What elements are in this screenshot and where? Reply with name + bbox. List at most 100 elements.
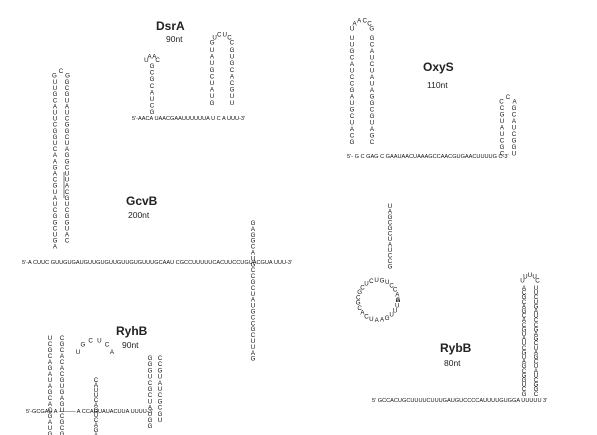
dsra-stem-nucleotide: U bbox=[230, 100, 234, 107]
dsra-stem-nucleotide: G bbox=[150, 63, 155, 70]
ryhb-stem-nucleotide: C bbox=[60, 335, 65, 342]
gcvb-stem-nucleotide: U bbox=[65, 177, 69, 184]
ryhb-stem-nucleotide: C bbox=[94, 417, 99, 424]
gcvb-loop-nucleotide: A bbox=[360, 310, 365, 317]
dsra-length: 90nt bbox=[166, 34, 183, 44]
gcvb-loop-nucleotide: C bbox=[364, 313, 369, 320]
oxys-stem-nucleotide: G bbox=[512, 144, 517, 151]
ryhb-stem-nucleotide: G bbox=[148, 417, 153, 424]
ryhb-stem-nucleotide: G bbox=[60, 389, 65, 396]
gcvb-stem-nucleotide: G bbox=[65, 195, 70, 202]
ryhb-stem-nucleotide: U bbox=[94, 412, 98, 419]
oxys-stem-nucleotide: G bbox=[350, 139, 355, 146]
dsra-stem-nucleotide: C bbox=[230, 67, 235, 74]
gcvb-stem-nucleotide: C bbox=[53, 177, 58, 184]
ryhb-stem-nucleotide: C bbox=[48, 353, 53, 360]
rybb-stem-nucleotide: U bbox=[534, 285, 538, 292]
oxys-stem-nucleotide: C bbox=[370, 61, 375, 68]
oxys-stem-nucleotide: U bbox=[370, 68, 374, 75]
gcvb-stem-nucleotide: A bbox=[53, 195, 58, 202]
gcvb-stem-nucleotide: C bbox=[251, 244, 256, 251]
rybb-loop-nucleotide: U bbox=[528, 272, 532, 279]
rybb-stem-nucleotide: G bbox=[522, 372, 527, 379]
gcvb-loop-nucleotide: A bbox=[395, 292, 400, 299]
ryhb-loop-nucleotide: A bbox=[110, 349, 115, 356]
oxys-stem-nucleotide: A bbox=[370, 87, 375, 94]
dsra-stem-nucleotide: A bbox=[210, 54, 215, 61]
ryhb-stem-nucleotide: C bbox=[148, 380, 153, 387]
gcvb-stem-nucleotide: G bbox=[65, 122, 70, 129]
ryhb-stem-nucleotide: A bbox=[94, 432, 99, 435]
dsra-stem-nucleotide: C bbox=[150, 70, 155, 77]
gcvb-stem-nucleotide: A bbox=[53, 152, 58, 159]
gcvb-stem-nucleotide: C bbox=[65, 85, 70, 92]
dsra-sequence: 5'-AACA UAACGAAUUUUUUA U C A UUU-3' bbox=[132, 116, 245, 122]
rybb-stem-nucleotide: C bbox=[522, 290, 527, 297]
ryhb-stem-nucleotide: A bbox=[94, 382, 99, 389]
gcvb-loop-nucleotide: C bbox=[393, 287, 398, 294]
gcvb-stem-nucleotide: C bbox=[53, 122, 58, 129]
gcvb-stem-nucleotide: G bbox=[53, 164, 58, 171]
ryhb-stem-nucleotide: U bbox=[94, 387, 98, 394]
gcvb-stem-nucleotide: U bbox=[388, 236, 392, 243]
gcvb-stem-nucleotide: C bbox=[65, 207, 70, 214]
ryhb-stem-nucleotide: A bbox=[158, 380, 163, 387]
rybb-length: 80nt bbox=[444, 358, 461, 368]
gcvb-stem-nucleotide: A bbox=[251, 250, 256, 257]
rybb-stem-nucleotide: U bbox=[534, 299, 538, 306]
gcvb-stem-nucleotide: G bbox=[251, 261, 256, 268]
gcvb-stem-nucleotide: G bbox=[65, 158, 70, 165]
ryhb-stem-nucleotide: A bbox=[48, 359, 53, 366]
dsra-stem-nucleotide: C bbox=[210, 73, 215, 80]
gcvb-loop-nucleotide: U bbox=[389, 312, 393, 319]
gcvb-stem-nucleotide: C bbox=[251, 332, 256, 339]
dsra-loop-nucleotide: A bbox=[148, 53, 153, 60]
oxys-stem-nucleotide: A bbox=[370, 48, 375, 55]
ryhb-stem-nucleotide: C bbox=[158, 405, 163, 412]
dsra-loop-nucleotide: C bbox=[155, 57, 160, 64]
ryhb-stem-nucleotide: C bbox=[60, 413, 65, 420]
gcvb-loop-nucleotide: G bbox=[380, 277, 385, 284]
dsra-stem-nucleotide: C bbox=[230, 80, 235, 87]
gcvb-loop-nucleotide: A bbox=[380, 317, 385, 324]
rybb-stem-nucleotide: A bbox=[534, 368, 539, 375]
ryhb-stem-nucleotide: A bbox=[60, 353, 65, 360]
gcvb-stem-nucleotide: U bbox=[65, 225, 69, 232]
oxys-stem-nucleotide: A bbox=[512, 118, 517, 125]
ryhb-stem-nucleotide: G bbox=[148, 367, 153, 374]
rybb-stem-nucleotide: U bbox=[522, 382, 526, 389]
gcvb-loop-nucleotide: C bbox=[357, 305, 362, 312]
gcvb-stem-nucleotide: C bbox=[251, 285, 256, 292]
gcvb-loop-nucleotide: U bbox=[395, 302, 399, 309]
ryhb-stem-nucleotide: G bbox=[60, 431, 65, 435]
ryhb-stem-nucleotide: U bbox=[60, 407, 64, 414]
rybb-loop-nucleotide: U bbox=[520, 277, 524, 284]
oxys-title: OxyS bbox=[423, 60, 454, 74]
rybb-title: RybB bbox=[440, 341, 472, 355]
rybb-stem-nucleotide: C bbox=[534, 317, 539, 324]
rybb-stem-nucleotide: U bbox=[534, 345, 538, 352]
gcvb-stem-nucleotide: A bbox=[388, 209, 393, 216]
rybb-stem-nucleotide: G bbox=[534, 386, 539, 393]
gcvb-loop-nucleotide: U bbox=[385, 279, 389, 286]
ryhb-stem-nucleotide: C bbox=[60, 359, 65, 366]
oxys-loop-nucleotide: C bbox=[506, 94, 511, 101]
ryhb-stem-nucleotide: U bbox=[158, 417, 162, 424]
ryhb-sequence: 5'-GCGAU A ——— A CCAGUAUACUUA UUUU-3' bbox=[26, 409, 153, 415]
ryhb-stem-nucleotide: A bbox=[94, 422, 99, 429]
gcvb-stem-nucleotide: G bbox=[251, 232, 256, 239]
gcvb-stem-nucleotide: U bbox=[53, 140, 57, 147]
ryhb-stem-nucleotide: A bbox=[60, 365, 65, 372]
rybb-stem-nucleotide: A bbox=[522, 359, 527, 366]
gcvb-stem-nucleotide: U bbox=[251, 338, 255, 345]
dsra-loop-nucleotide: U bbox=[212, 34, 216, 41]
rybb-stem-nucleotide: G bbox=[534, 382, 539, 389]
dsra-stem-nucleotide: U bbox=[230, 54, 234, 61]
gcvb-stem-nucleotide: U bbox=[53, 189, 57, 196]
ryhb-stem-nucleotide: G bbox=[48, 413, 53, 420]
rybb-stem-nucleotide: C bbox=[534, 322, 539, 329]
oxys-stem-nucleotide: U bbox=[350, 120, 354, 127]
gcvb-stem-nucleotide: U bbox=[53, 79, 57, 86]
gcvb-stem-nucleotide: C bbox=[251, 273, 256, 280]
gcvb-loop-nucleotide: G bbox=[65, 73, 70, 80]
